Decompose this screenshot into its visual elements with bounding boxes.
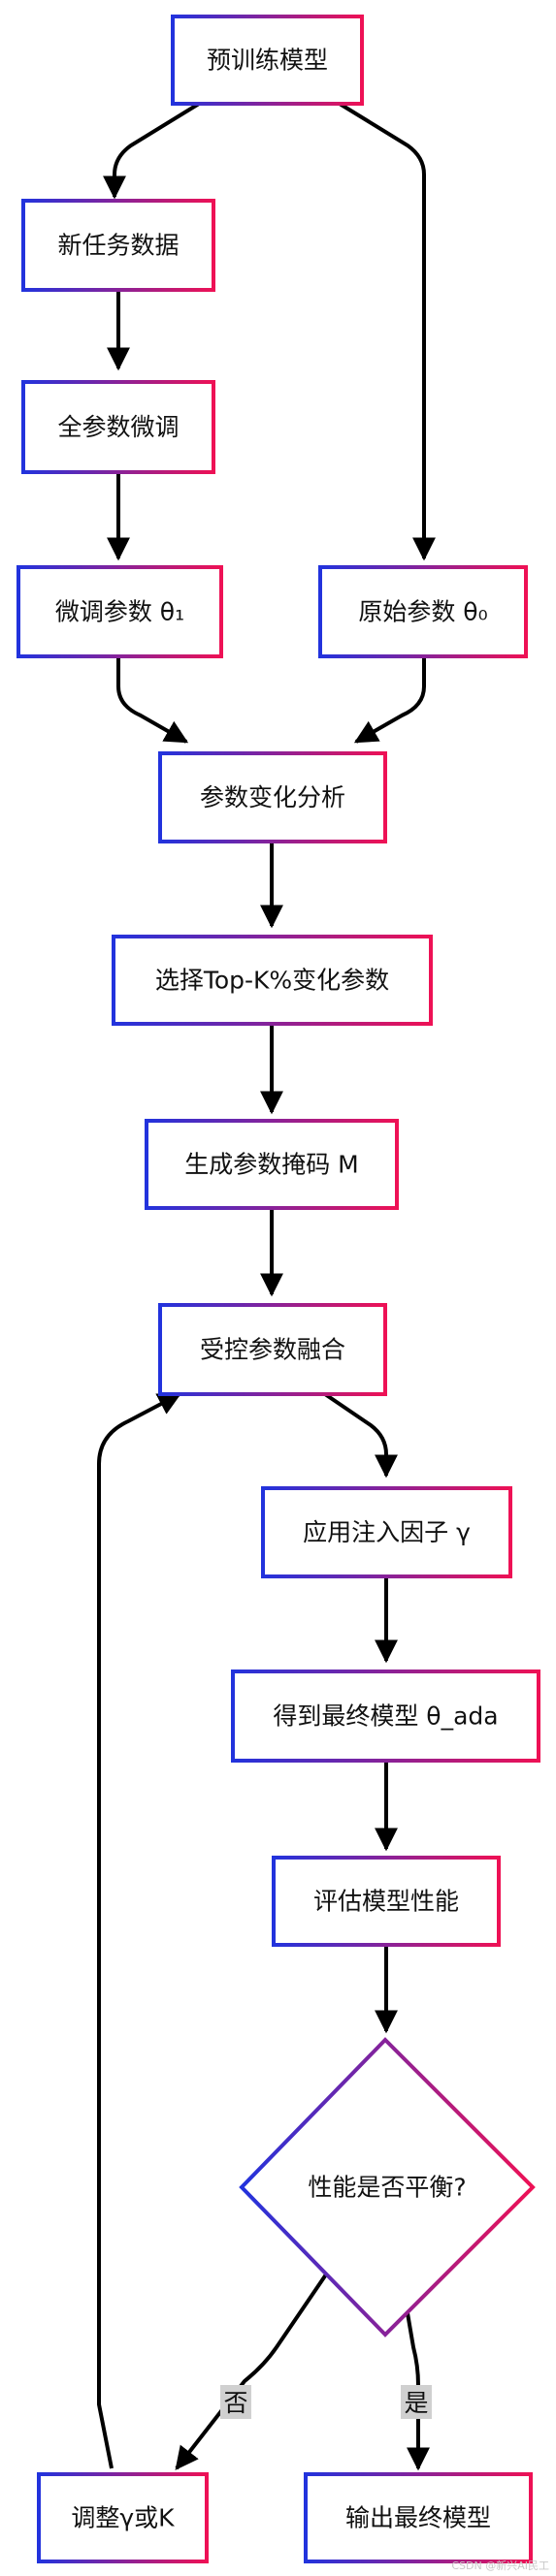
node-gen-mask: 生成参数掩码 M (145, 1119, 399, 1210)
node-param-change-analysis: 参数变化分析 (158, 751, 387, 843)
node-select-topk: 选择Top-K%变化参数 (112, 935, 433, 1026)
edge-pretrained-to-original-params (338, 102, 436, 561)
node-output-final-label: 输出最终模型 (345, 2504, 491, 2532)
edge-pretrained-to-new-task-data (103, 102, 201, 200)
node-output-final: 输出最终模型 (304, 2472, 533, 2563)
edge-finetuned-params-to-analysis (116, 656, 189, 744)
node-balance-decision-label: 性能是否平衡? (308, 2174, 466, 2202)
node-evaluate: 评估模型性能 (272, 1856, 501, 1947)
edge-label-no: 否 (220, 2385, 251, 2419)
node-pretrained-model: 预训练模型 (171, 15, 364, 106)
node-balance-decision: 性能是否平衡? (239, 2037, 536, 2337)
nodes-layer: 预训练模型 新任务数据 全参数微调 微调参数 θ₁ 原始参数 θ₀ 参数变化分析… (16, 15, 540, 2563)
node-finetuned-params: 微调参数 θ₁ (16, 565, 223, 658)
edge-original-params-to-analysis (353, 656, 426, 744)
edge-label-yes: 是 (401, 2385, 432, 2419)
node-adjust: 调整γ或K (37, 2472, 209, 2563)
edge-label-no-text: 否 (223, 2389, 247, 2417)
node-final-model-label: 得到最终模型 θ_ada (273, 1702, 498, 1731)
node-controlled-fusion-label: 受控参数融合 (200, 1336, 345, 1364)
node-original-params: 原始参数 θ₀ (318, 565, 528, 658)
node-gen-mask-label: 生成参数掩码 M (184, 1151, 359, 1179)
edges-layer (97, 102, 436, 2471)
node-new-task-data-label: 新任务数据 (57, 232, 179, 260)
node-original-params-label: 原始参数 θ₀ (358, 598, 487, 626)
watermark: CSDN @新兴AI民工 (451, 2559, 549, 2572)
node-evaluate-label: 评估模型性能 (313, 1888, 459, 1916)
edge-decision-no-to-adjust (175, 2273, 328, 2470)
node-pretrained-model-label: 预训练模型 (207, 47, 328, 75)
node-apply-gamma-label: 应用注入因子 γ (303, 1518, 471, 1546)
node-full-finetune: 全参数微调 (21, 380, 215, 474)
node-finetuned-params-label: 微调参数 θ₁ (55, 598, 184, 626)
node-param-change-analysis-label: 参数变化分析 (200, 783, 345, 811)
node-final-model: 得到最终模型 θ_ada (231, 1670, 540, 1763)
edge-label-no-background (220, 2385, 251, 2419)
node-full-finetune-label: 全参数微调 (57, 413, 179, 441)
edge-controlled-fusion-to-apply-gamma (323, 1392, 398, 1479)
node-select-topk-label: 选择Top-K%变化参数 (155, 967, 389, 995)
edge-label-yes-text: 是 (404, 2389, 428, 2417)
node-controlled-fusion: 受控参数融合 (158, 1303, 387, 1396)
node-adjust-label: 调整γ或K (71, 2504, 175, 2532)
node-new-task-data: 新任务数据 (21, 199, 215, 292)
edge-label-yes-background (401, 2385, 432, 2419)
edge-decision-yes-to-output (405, 2306, 430, 2471)
edge-adjust-loop-to-controlled-fusion (97, 1392, 182, 2469)
node-apply-gamma: 应用注入因子 γ (261, 1486, 512, 1578)
